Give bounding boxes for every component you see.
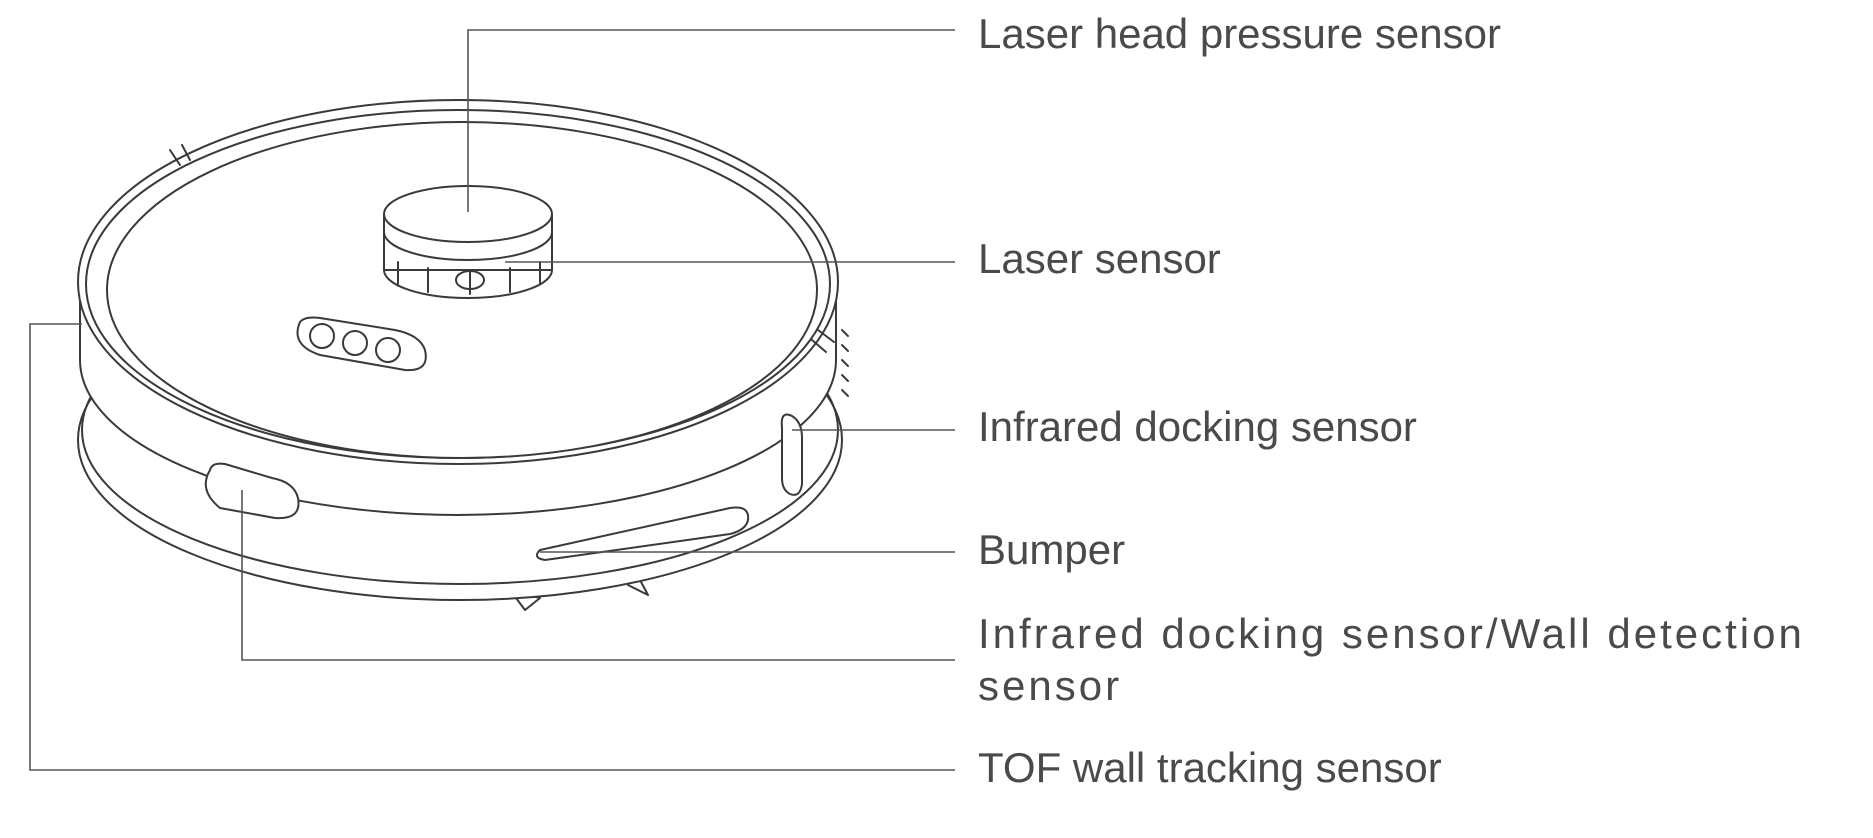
bumper-slot bbox=[535, 506, 750, 561]
right-ir-window bbox=[780, 413, 803, 496]
side-vents bbox=[841, 329, 849, 397]
top-buttons bbox=[296, 316, 427, 372]
front-ir-window bbox=[204, 462, 300, 520]
label-infrared-docking-wall-detection-sensor: Infrared docking sensor/Wall detection s… bbox=[978, 610, 1805, 709]
label-laser-head-pressure-sensor: Laser head pressure sensor bbox=[978, 10, 1501, 57]
label-tof-wall-tracking-sensor: TOF wall tracking sensor bbox=[978, 744, 1442, 791]
label-bumper: Bumper bbox=[978, 526, 1126, 573]
label-laser-sensor: Laser sensor bbox=[978, 235, 1221, 282]
leader-ir-wall-detection bbox=[241, 490, 955, 661]
leader-tof-wall-tracking bbox=[29, 323, 955, 771]
label-infrared-docking-sensor: Infrared docking sensor bbox=[978, 403, 1417, 450]
leader-lines bbox=[29, 29, 955, 771]
rim-notches bbox=[169, 144, 835, 353]
leader-laser-head-pressure bbox=[467, 29, 955, 212]
